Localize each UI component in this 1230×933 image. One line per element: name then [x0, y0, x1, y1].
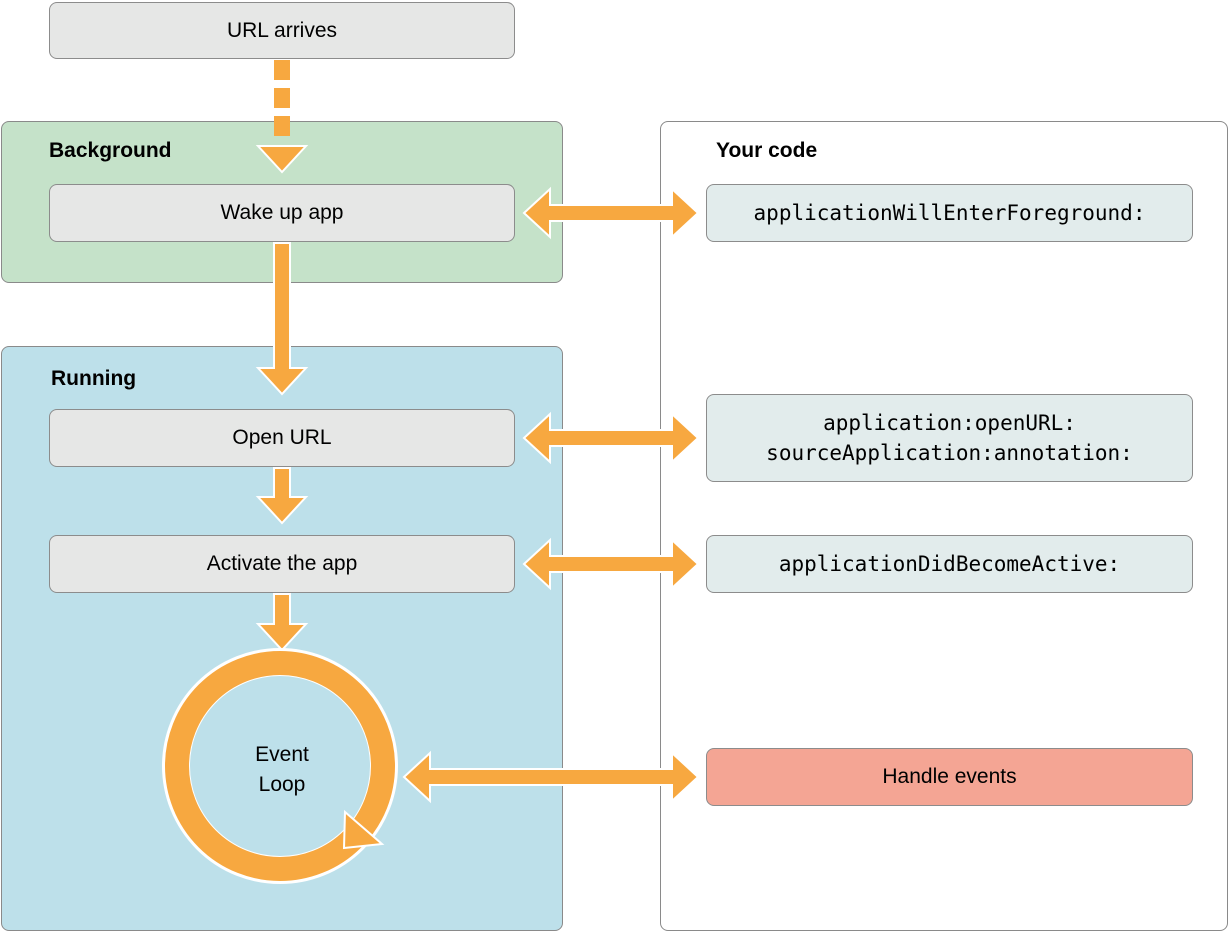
- event-loop-label: Event Loop: [212, 740, 352, 800]
- double-arrow-handle-events: [402, 750, 700, 804]
- your-code-title: Your code: [716, 139, 818, 162]
- background-title: Background: [49, 139, 172, 162]
- open-url-box: Open URL: [49, 409, 515, 467]
- wake-up-app-box: Wake up app: [49, 184, 515, 242]
- arrow-down-open-url: [255, 242, 309, 396]
- will-enter-foreground-box: applicationWillEnterForeground:: [706, 184, 1193, 242]
- dash-segment: [274, 116, 290, 136]
- event-loop-arrowhead: [342, 809, 385, 850]
- double-arrow-open-url: [522, 411, 700, 465]
- activate-app-box: Activate the app: [49, 535, 515, 593]
- open-url-delegate-box: application:openURL: sourceApplication:a…: [706, 394, 1193, 482]
- arrow-down-activate: [255, 467, 309, 525]
- arrow-down-wake: [255, 145, 309, 174]
- event-loop-ring: [165, 651, 395, 881]
- double-arrow-active: [522, 537, 700, 591]
- event-loop-inner: [190, 676, 370, 856]
- url-arrives-box: URL arrives: [49, 2, 515, 59]
- arrow-down-event-loop: [255, 593, 309, 652]
- will-enter-foreground-text: applicationWillEnterForeground:: [753, 201, 1146, 225]
- event-loop-line1: Event: [255, 743, 309, 766]
- did-become-active-box: applicationDidBecomeActive:: [706, 535, 1193, 593]
- open-url-delegate-line1: application:openURL:: [823, 411, 1076, 435]
- open-url-delegate-line2: sourceApplication:annotation:: [766, 441, 1133, 465]
- running-title: Running: [51, 367, 137, 390]
- handle-events-box: Handle events: [706, 748, 1193, 806]
- event-loop-line2: Loop: [258, 773, 306, 796]
- double-arrow-foreground: [522, 186, 700, 240]
- dash-segment: [274, 88, 290, 108]
- did-become-active-text: applicationDidBecomeActive:: [778, 552, 1121, 576]
- handle-events-text: Handle events: [882, 765, 1017, 788]
- dash-segment: [274, 60, 290, 80]
